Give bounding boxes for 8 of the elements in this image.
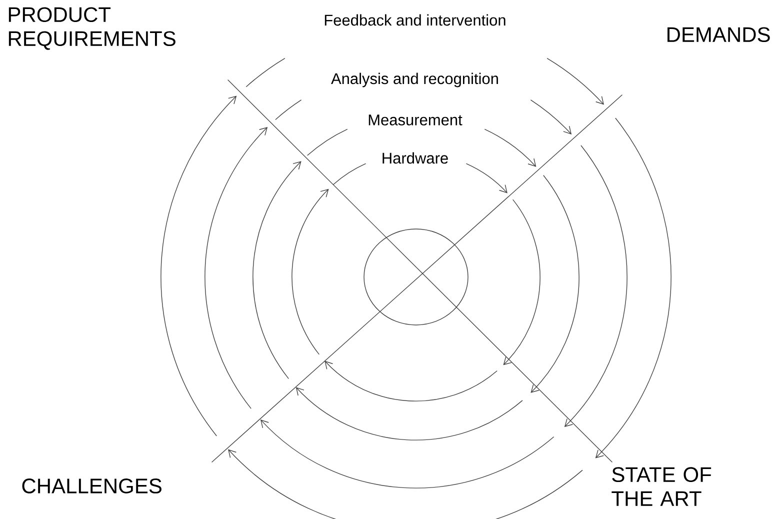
corner-label: CHALLENGES (22, 478, 162, 494)
ring-label: Feedback and intervention (324, 14, 506, 26)
ring-label: Analysis and recognition (331, 72, 498, 88)
corner-label: DEMANDS (668, 27, 770, 42)
ring-label: Hardware (382, 152, 448, 164)
corner-label: STATE OF THE ART (612, 467, 712, 506)
ring-label: Measurement (368, 114, 462, 126)
corner-label: PRODUCT REQUIREMENTS (8, 7, 176, 50)
